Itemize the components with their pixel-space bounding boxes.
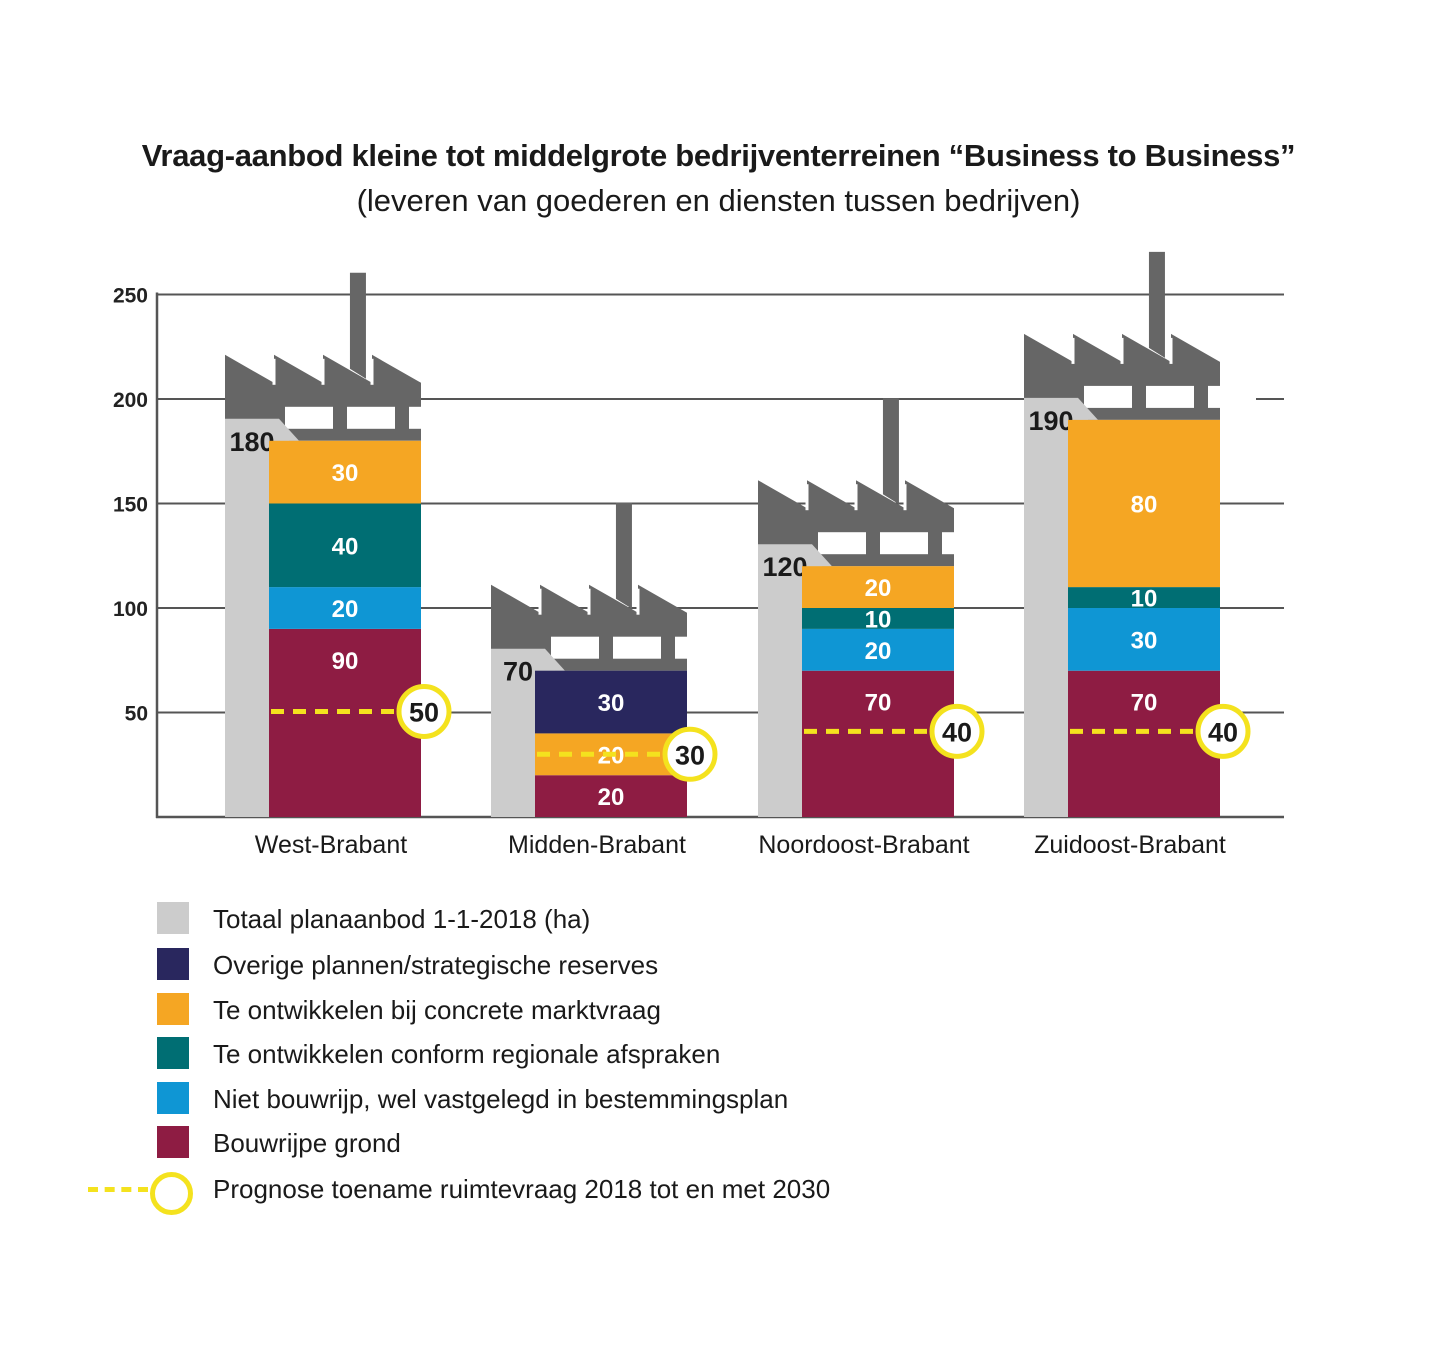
bar-value-label: 20 [598,784,625,811]
factory-window [942,532,990,555]
total-label: 120 [762,552,807,582]
factory-window [880,532,928,555]
factory-chimney [1148,251,1165,358]
total-column [758,544,832,817]
prognose-label: 30 [675,740,705,770]
factory-window [1146,385,1194,408]
factory-window [1208,385,1256,408]
legend-label: Niet bouwrijp, wel vastgelegd in bestemm… [213,1084,789,1114]
bar-value-label: 40 [332,533,359,560]
factory-window [613,636,661,659]
factory-window [1084,385,1132,408]
bar-segment-marktvraag [269,440,421,504]
bar-value-label: 20 [865,638,892,665]
factory-window [285,406,333,429]
legend-label: Bouwrijpe grond [213,1128,401,1158]
bar-segment-overige [535,670,687,734]
bar-segment-regionaal [269,503,421,588]
total-column [1024,397,1098,817]
bar-value-label: 30 [332,460,359,487]
prognose-label: 50 [409,698,439,728]
total-column [491,648,565,817]
bar-value-label: 90 [332,648,359,675]
legend-swatch-overige [157,948,189,980]
prognose-label: 40 [942,717,972,747]
bar-segment-bouwrijp [802,670,954,817]
factory-window [675,636,723,659]
y-tick-label: 250 [113,285,148,308]
y-tick-label: 50 [125,703,148,726]
bar-segment-marktvraag [802,566,954,608]
factory-chimney [615,502,632,609]
bar-segment-bouwrijp [535,775,687,817]
legend-swatch-bestemmingsplan [157,1082,189,1114]
legend-label: Totaal planaanbod 1-1-2018 (ha) [213,904,591,934]
legend-label: Overige plannen/strategische reserves [213,950,659,980]
total-label: 70 [503,657,533,687]
legend-dash-prognose [88,1187,148,1192]
factory-window [551,636,599,659]
bar-value-label: 80 [1131,492,1158,519]
bar-value-label: 20 [332,596,359,623]
x-category-label: Noordoost-Brabant [758,831,969,859]
legend-ring-prognose [150,1172,193,1215]
bar-segment-bouwrijp [1068,670,1220,817]
bar-value-label: 10 [1131,586,1158,613]
factory-chimney [882,398,899,505]
prognose-circle [1195,703,1251,759]
factory-window [409,406,457,429]
chart-title: Vraag-aanbod kleine tot middelgrote bedr… [141,138,1296,173]
bar-value-label: 70 [865,690,892,717]
x-category-label: Midden-Brabant [508,831,686,859]
bar-segment-regionaal [802,608,954,629]
prognose-circle [662,726,718,782]
y-tick-label: 200 [113,389,148,412]
bar-segment-bouwrijp [269,628,421,817]
prognose-circle [396,684,452,739]
bar-value-label: 10 [865,606,892,633]
legend-label: Te ontwikkelen conform regionale afsprak… [213,1039,721,1069]
bar-segment-marktvraag [1068,419,1220,588]
bar-segment-bestemmingsplan [269,587,421,629]
total-column [225,418,299,817]
y-tick-label: 100 [113,598,148,621]
y-tick-label: 150 [113,494,148,517]
bar-segment-bestemmingsplan [1068,608,1220,671]
legend-swatch-marktvraag [157,993,189,1025]
bar-segment-regionaal [1068,587,1220,608]
factory-window [818,532,866,555]
total-label: 190 [1028,406,1073,436]
x-category-label: Zuidoost-Brabant [1034,831,1226,859]
legend-swatch-total [157,902,189,934]
prognose-label: 40 [1208,717,1238,747]
legend-swatch-regionaal [157,1037,189,1069]
legend-swatch-bouwrijp [157,1126,189,1158]
bar-segment-bestemmingsplan [802,628,954,671]
bar-value-label: 30 [598,690,625,717]
bar-value-label: 70 [1131,690,1158,717]
factory-window [347,406,395,429]
legend-label: Prognose toename ruimtevraag 2018 tot en… [213,1174,831,1204]
total-label: 180 [229,427,274,457]
bar-value-label: 20 [865,575,892,602]
factory-chimney [349,272,366,379]
prognose-circle [929,703,985,759]
bar-value-label: 30 [1131,627,1158,654]
legend-label: Te ontwikkelen bij concrete marktvraag [213,995,661,1025]
x-category-label: West-Brabant [255,831,407,859]
chart-subtitle: (leveren van goederen en diensten tussen… [356,183,1081,218]
